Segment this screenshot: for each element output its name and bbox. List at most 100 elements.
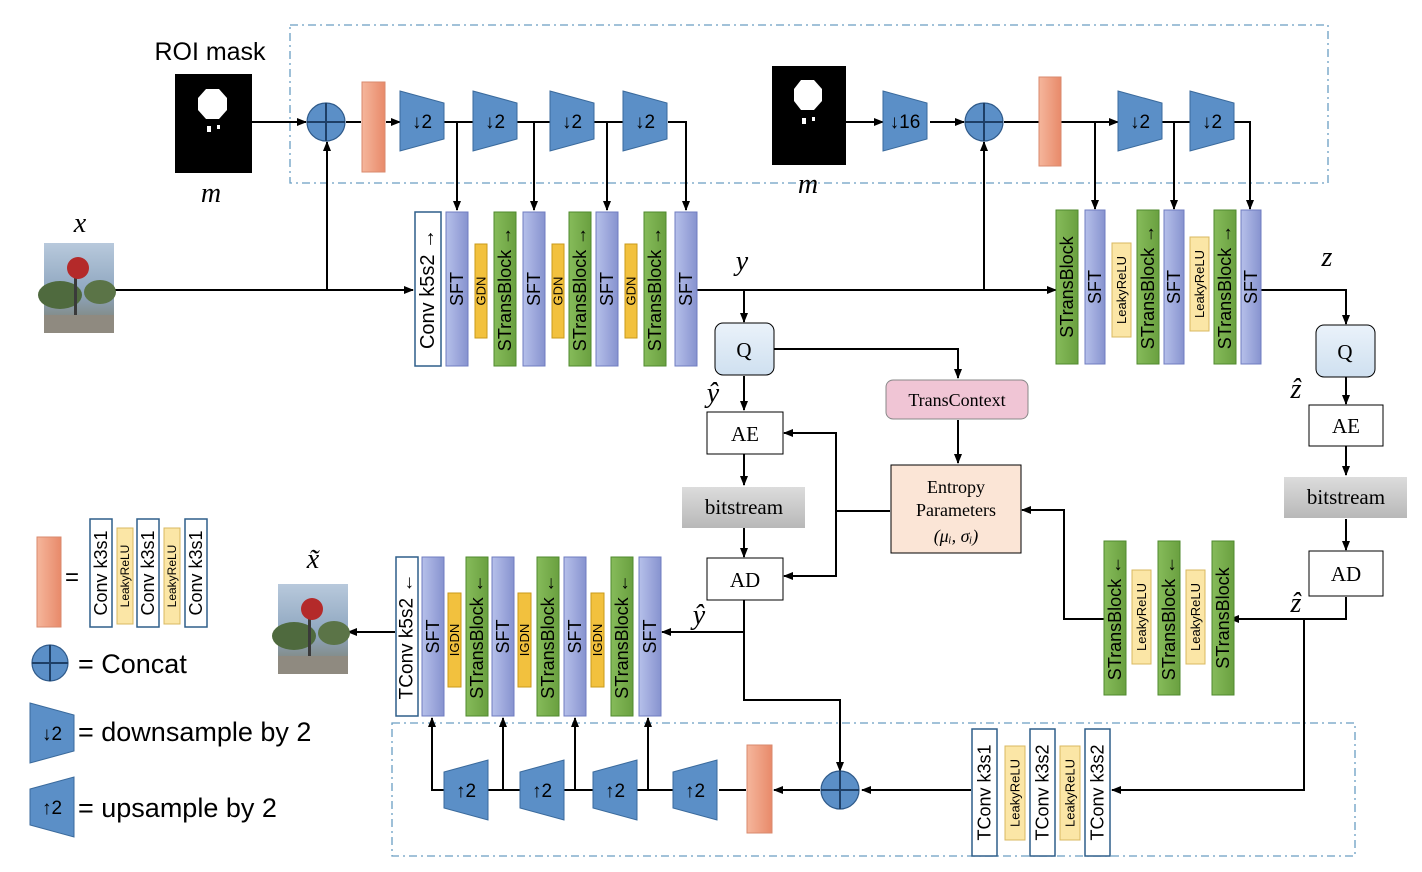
- downsample-block-3: ↓2: [472, 90, 518, 152]
- legend-concat-icon: [31, 644, 69, 682]
- downsample-block-label: ↓2: [1202, 112, 1222, 133]
- igdn-block-40: IGDN: [517, 592, 532, 688]
- legend-downsample-label: = downsample by 2: [78, 717, 311, 747]
- strans-block-22: STransBlock: [1055, 209, 1079, 365]
- output-symbol-x-tilde: x̃: [306, 544, 321, 575]
- igdn-block-43: IGDN: [590, 592, 605, 688]
- conv-stack-hyper-19: [1038, 76, 1062, 167]
- gdn-block-label: GDN: [624, 277, 639, 306]
- leaky-relu-block-label: LeakyReLU: [1063, 759, 1078, 827]
- legend-conv-k3s1-label: Conv k3s1: [91, 530, 111, 615]
- strans-block-label: STransBlock →: [645, 227, 665, 351]
- sft-block-36: SFT: [421, 556, 445, 717]
- quantizer-z: Q: [1315, 324, 1376, 378]
- downsample16-block-17: ↓16: [882, 90, 928, 152]
- legend-leaky-relu-61: LeakyReLU: [163, 527, 181, 625]
- sft-block-label: SFT: [423, 619, 443, 653]
- gdn-block-11: GDN: [551, 243, 566, 339]
- bitstream-y-label: bitstream: [705, 495, 783, 519]
- leaky-relu-block-label: LeakyReLU: [1188, 583, 1203, 651]
- strans-block-label: STransBlock →: [495, 227, 515, 351]
- mask-branch-region: [289, 24, 1329, 184]
- strans-block-label: STransBlock ←: [538, 574, 558, 698]
- upsample-block-label: ↑2: [456, 781, 476, 802]
- bitstream-z: bitstream: [1284, 477, 1407, 518]
- tconv-k3s1-block-52: TConv k3s1: [971, 728, 998, 857]
- strans-block-label: STransBlock: [1057, 235, 1077, 337]
- legend-conv-k3s1-58: Conv k3s1: [89, 518, 113, 628]
- strans-block-9: STransBlock →: [493, 211, 517, 367]
- sft-block-label: SFT: [1085, 270, 1105, 304]
- upsample-block-48: ↑2: [592, 759, 638, 821]
- igdn-block-label: IGDN: [447, 624, 462, 657]
- leaky-relu-block-label: LeakyReLU: [1114, 256, 1129, 324]
- strans-block-30: STransBlock ←: [1103, 540, 1127, 696]
- strans-block-label: STransBlock →: [1138, 225, 1158, 349]
- leaky-relu-block-27: LeakyReLU: [1189, 236, 1210, 332]
- legend-upsample-icon-label: ↑2: [42, 798, 62, 819]
- symbol-y: y: [733, 246, 749, 277]
- strans-block-28: STransBlock →: [1213, 209, 1237, 365]
- legend-conv-k3s1-62: Conv k3s1: [184, 518, 208, 628]
- quantizer-y-label: Q: [736, 338, 751, 362]
- decoder-y-label: AD: [730, 568, 760, 592]
- arithmetic-encoder-y: AE: [706, 411, 784, 455]
- sft-block-label: SFT: [676, 272, 696, 306]
- symbol-z-hat-2: ẑ: [1290, 588, 1303, 619]
- sft-block-23: SFT: [1084, 209, 1106, 365]
- sft-block-label: SFT: [565, 619, 585, 653]
- downsample-block-2: ↓2: [399, 90, 445, 152]
- conv-stack-encoder-1: [361, 81, 386, 173]
- sft-block-26: SFT: [1163, 209, 1185, 365]
- upsample-block-46: ↑2: [443, 759, 489, 821]
- upsample-block-47: ↑2: [519, 759, 565, 821]
- bitstream-y: bitstream: [682, 487, 805, 528]
- strans-block-label: STransBlock ←: [1159, 556, 1179, 680]
- reconstructed-image: [272, 584, 350, 674]
- sft-block-10: SFT: [522, 211, 546, 367]
- symbol-y-hat-2: ŷ: [690, 600, 706, 631]
- downsample-block-label: ↓2: [1130, 112, 1150, 133]
- strans-block-25: STransBlock →: [1136, 209, 1160, 365]
- sft-block-label: SFT: [493, 619, 513, 653]
- legend-leaky-relu-59: LeakyReLU: [116, 527, 134, 625]
- concat-encoder-0: [306, 102, 346, 142]
- tconv-k3s2-block-56: TConv k3s2: [1084, 728, 1111, 857]
- conv-stack-decoder-50: [746, 744, 773, 834]
- quantizer-y: Q: [714, 322, 775, 376]
- encoder-y-label: AE: [731, 422, 759, 446]
- connections: [114, 118, 1350, 794]
- concat-hyper-18: [964, 102, 1004, 142]
- upsample-block-label: ↑2: [532, 781, 552, 802]
- arithmetic-decoder-z: AD: [1308, 550, 1384, 597]
- legend-conv-k3s1-60: Conv k3s1: [136, 518, 160, 628]
- legend-downsample-icon-label: ↓2: [42, 724, 62, 745]
- encoder-z-label: AE: [1332, 414, 1360, 438]
- legend-conv-k3s1-label: Conv k3s1: [186, 530, 206, 615]
- legend: = = Concat = downsample by 2 = upsample …: [31, 564, 311, 823]
- downsample-block-label: ↓2: [412, 112, 432, 133]
- symbol-y-hat-1: ŷ: [704, 378, 720, 409]
- legend-leaky-relu-label: LeakyReLU: [165, 545, 179, 608]
- tconv-k5s2-block-label: TConv k5s2 ←: [397, 574, 418, 700]
- strans-block-label: STransBlock ←: [467, 574, 487, 698]
- quantizer-z-label: Q: [1337, 340, 1352, 364]
- leaky-relu-block-33: LeakyReLU: [1185, 569, 1206, 665]
- strans-block-41: STransBlock ←: [536, 556, 560, 717]
- strans-block-38: STransBlock ←: [465, 556, 489, 717]
- trans-context-block: TransContext: [885, 379, 1029, 420]
- tconv-k3s2-block-54: TConv k3s2: [1029, 728, 1056, 857]
- leaky-relu-block-label: LeakyReLU: [1134, 583, 1149, 651]
- symbol-z-hat-1: ẑ: [1290, 374, 1303, 405]
- roi-mask-title: ROI mask: [154, 38, 266, 66]
- sft-block-label: SFT: [447, 272, 467, 306]
- entropy-label-1: Entropy: [927, 477, 985, 497]
- strans-block-label: STransBlock →: [1215, 225, 1235, 349]
- entropy-label-2: Parameters: [916, 500, 996, 520]
- strans-block-label: STransBlock ←: [1105, 556, 1125, 680]
- decoder-z-label: AD: [1331, 562, 1361, 586]
- sft-block-42: SFT: [563, 556, 587, 717]
- sft-block-13: SFT: [595, 211, 619, 367]
- entropy-parameters-block: Entropy Parameters (μᵢ, σᵢ): [890, 464, 1022, 554]
- symbol-z: z: [1321, 242, 1333, 273]
